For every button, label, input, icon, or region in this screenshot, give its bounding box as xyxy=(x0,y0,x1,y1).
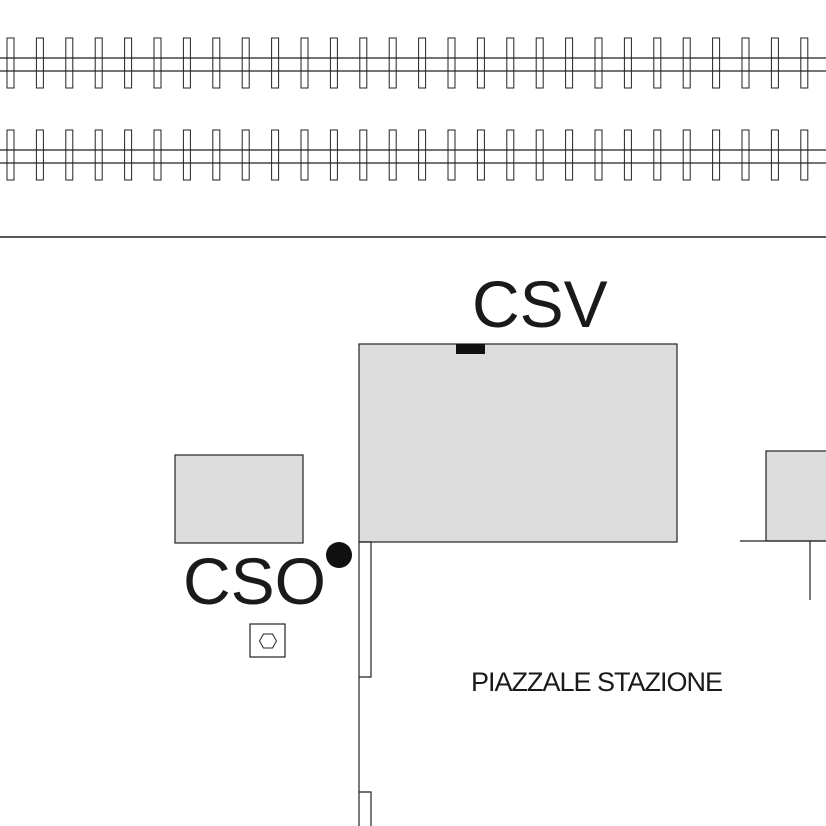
track-sleeper xyxy=(241,37,250,89)
track-sleeper xyxy=(182,37,191,89)
track-sleeper xyxy=(182,129,191,181)
track-sleeper xyxy=(712,37,721,89)
track-sleeper xyxy=(476,37,485,89)
track-sleeper xyxy=(594,37,603,89)
track-sleeper xyxy=(653,129,662,181)
track-sleeper xyxy=(300,37,309,89)
track-sleeper xyxy=(476,129,485,181)
track-sleeper xyxy=(682,129,691,181)
railway-track-2 xyxy=(0,129,826,181)
track-sleeper xyxy=(682,37,691,89)
track-sleeper xyxy=(6,129,15,181)
track-sleeper xyxy=(329,37,338,89)
piazzale-stazione-label: PIAZZALE STAZIONE xyxy=(471,667,722,697)
track-sleeper xyxy=(300,129,309,181)
track-sleeper xyxy=(623,129,632,181)
track-sleeper xyxy=(94,129,103,181)
track-sleeper xyxy=(271,129,280,181)
track-sleeper xyxy=(212,129,221,181)
track-sleeper xyxy=(447,37,456,89)
track-sleeper xyxy=(6,37,15,89)
track-sleeper xyxy=(800,129,809,181)
track-sleeper xyxy=(447,129,456,181)
track-sleeper xyxy=(359,129,368,181)
track-sleeper xyxy=(770,129,779,181)
track-sleeper xyxy=(653,37,662,89)
track-sleeper xyxy=(594,129,603,181)
track-sleeper xyxy=(565,37,574,89)
track-sleeper xyxy=(271,37,280,89)
track-sleeper xyxy=(241,129,250,181)
csv-marker xyxy=(456,344,485,354)
railway-track-1 xyxy=(0,37,826,89)
track-sleeper xyxy=(800,37,809,89)
track-sleeper xyxy=(770,37,779,89)
track-sleeper xyxy=(124,129,133,181)
track-sleeper xyxy=(35,129,44,181)
track-sleeper xyxy=(418,129,427,181)
track-sleeper xyxy=(94,37,103,89)
station-building xyxy=(358,343,678,543)
track-sleeper xyxy=(506,129,515,181)
track-sleeper xyxy=(212,37,221,89)
track-sleeper xyxy=(124,37,133,89)
small-building-left xyxy=(174,454,304,544)
track-sleeper xyxy=(418,37,427,89)
track-sleeper xyxy=(35,37,44,89)
track-sleeper xyxy=(712,129,721,181)
track-sleeper xyxy=(741,37,750,89)
track-sleeper xyxy=(535,129,544,181)
track-sleeper xyxy=(506,37,515,89)
track-sleeper xyxy=(153,37,162,89)
track-sleeper xyxy=(565,129,574,181)
track-sleeper xyxy=(329,129,338,181)
cso-label: CSO xyxy=(183,544,326,618)
track-sleeper xyxy=(535,37,544,89)
track-sleeper xyxy=(359,37,368,89)
piazzale-left-boundary xyxy=(358,541,372,826)
hydrant-icon xyxy=(249,623,286,658)
track-sleeper xyxy=(388,129,397,181)
track-sleeper xyxy=(65,37,74,89)
track-sleeper xyxy=(741,129,750,181)
cso-marker xyxy=(326,542,352,568)
track-sleeper xyxy=(153,129,162,181)
track-sleeper xyxy=(623,37,632,89)
track-sleeper xyxy=(388,37,397,89)
track-sleeper xyxy=(65,129,74,181)
csv-label: CSV xyxy=(472,267,608,341)
building-right xyxy=(765,450,826,542)
